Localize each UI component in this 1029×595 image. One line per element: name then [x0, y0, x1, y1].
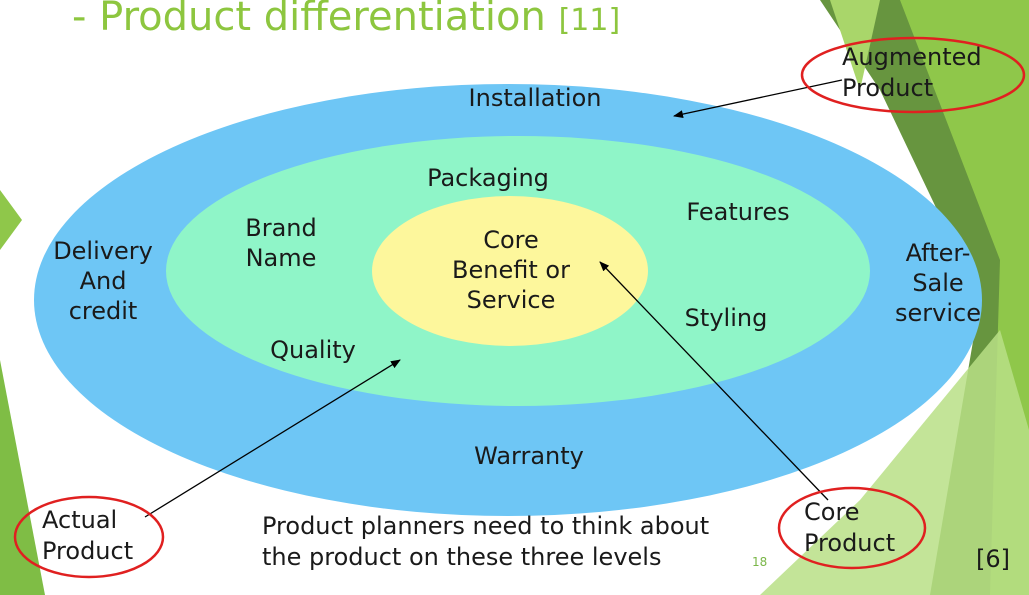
callout-core-product: Core Product: [804, 498, 896, 557]
arrow-actual: [144, 359, 401, 518]
title-reference: [11]: [558, 3, 621, 38]
label-core-benefit: Core Benefit or Service: [452, 226, 570, 314]
label-after-sale-service: After- Sale service: [895, 239, 981, 327]
green-shape-left-bottom: [0, 360, 45, 595]
label-styling: Styling: [684, 304, 768, 332]
label-quality: Quality: [270, 336, 356, 364]
green-shape-left-top: [0, 190, 22, 250]
label-delivery-credit: Delivery And credit: [53, 237, 153, 325]
arrow-core: [599, 261, 829, 501]
page-title: - Product differentiation [11]: [72, 0, 620, 46]
callout-actual-product: Actual Product: [42, 506, 134, 565]
label-brand-name: Brand Name: [245, 214, 317, 272]
core-circle: [372, 196, 648, 346]
highlight-augmented: [800, 36, 1026, 114]
highlight-core: [777, 486, 927, 570]
highlight-actual: [13, 495, 165, 579]
green-shape-right-pale: [760, 330, 1029, 595]
green-shape-right-lime: [830, 0, 880, 90]
title-text: - Product differentiation: [72, 0, 546, 40]
label-features: Features: [686, 198, 790, 226]
arrow-augmented: [673, 79, 843, 119]
label-warranty: Warranty: [474, 442, 584, 470]
label-packaging: Packaging: [427, 164, 549, 192]
caption: Product planners need to think about the…: [262, 512, 710, 571]
reference-label: [6]: [976, 545, 1010, 573]
page-number: 18: [752, 555, 768, 569]
label-installation: Installation: [468, 84, 602, 112]
callout-augmented-product: Augmented Product: [842, 43, 982, 102]
